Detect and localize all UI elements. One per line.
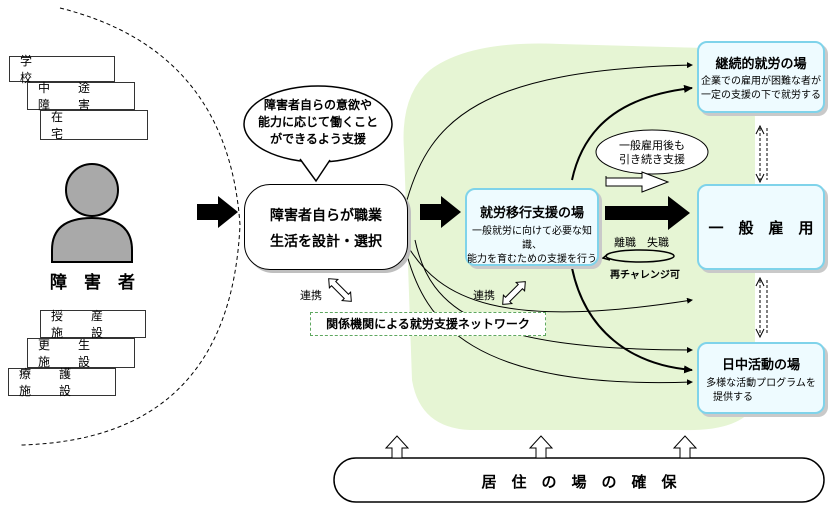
transition-title: 就労移行支援の場 (479, 206, 584, 221)
rechallenge-label: 再チャレンジ可 (610, 270, 680, 281)
bubble-line-3: ができるよう支援 (270, 132, 366, 146)
bubble-text: 障害者自らの意欲や 能力に応じて働くこと ができるよう支援 (254, 97, 382, 148)
continued-desc-1: 企業での雇用が困難な者が (701, 76, 821, 87)
facility-box-ryougo: 療 護 施 設 (8, 367, 116, 398)
place-box-school: 学 校 (9, 54, 132, 85)
renkei-label-2: 連携 (473, 289, 495, 302)
facility-box-kousei: 更 生 施 設 (27, 338, 135, 369)
bubble-line-2: 能力に応じて働くこと (257, 115, 378, 129)
dashed-double-arrow-upper (755, 124, 768, 184)
dashed-double-arrow-lower (755, 276, 768, 339)
place-box-home: 在 宅 (40, 110, 163, 141)
employment-box: 一 般 雇 用 (697, 184, 825, 270)
place-home-label: 在 宅 (51, 110, 172, 141)
day-desc-2: 提供する (713, 392, 753, 403)
transition-desc-2: 能力を育むための支援を行う (467, 254, 597, 265)
choice-line-2: 生活を設計・選択 (270, 234, 382, 250)
network-label: 関係機関による就労支援ネットワーク (326, 317, 530, 331)
employment-label: 一 般 雇 用 (708, 218, 814, 237)
up-arrow-1 (384, 435, 410, 459)
bubble-line-1: 障害者自らの意欲や (263, 98, 372, 112)
residence-label: 居 住 の 場 の 確 保 (481, 473, 677, 491)
day-activity-box: 日中活動の場 多様な活動プログラムを 提供する (697, 342, 825, 414)
continued-box: 継続的就労の場 企業での雇用が困難な者が 一定の支援の下で就労する (697, 41, 825, 113)
facility-ryougo-label: 療 護 施 設 (19, 367, 100, 398)
continued-title: 継続的就労の場 (715, 57, 807, 72)
transition-box: 就労移行支援の場 一般就労に向けて必要な知識、 能力を育むための支援を行う (465, 188, 599, 266)
transition-desc-1: 一般就労に向けて必要な知識、 (472, 226, 592, 251)
day-desc-1: 多様な活動プログラムを (706, 378, 816, 389)
big-arrow-1 (197, 196, 238, 228)
support-text: 一般雇用後も 引き続き支援 (606, 139, 698, 167)
support-line-1: 一般雇用後も (619, 139, 685, 152)
facility-jusan-label: 授 産 施 設 (51, 309, 132, 340)
place-midlife-label: 中 途 障 害 (38, 81, 119, 112)
support-line-2: 引き続き支援 (619, 153, 685, 166)
renkei-label-1: 連携 (300, 289, 322, 302)
person-label: 障 害 者 (50, 273, 135, 293)
up-arrow-2 (528, 435, 554, 459)
big-arrow-2 (420, 196, 461, 228)
person-icon (51, 163, 133, 263)
facility-kousei-label: 更 生 施 設 (38, 338, 119, 369)
job-loss-label: 離職 失職 (614, 236, 669, 249)
network-box: 関係機関による就労支援ネットワーク (310, 312, 546, 336)
speech-bubble (243, 85, 393, 183)
support-bubble-shape (595, 129, 709, 193)
place-box-midlife: 中 途 障 害 (27, 81, 135, 112)
continued-desc-2: 一定の支援の下で就労する (701, 90, 821, 101)
renkei-arrow-2 (502, 281, 526, 305)
renkei-arrow-1 (328, 278, 352, 302)
choice-line-1: 障害者自らが職業 (270, 208, 382, 224)
up-arrow-3 (672, 435, 698, 459)
choice-box: 障害者自らが職業 生活を設計・選択 (244, 184, 408, 270)
big-arrow-3 (605, 196, 690, 230)
day-title: 日中活動の場 (721, 358, 800, 373)
facility-box-jusan: 授 産 施 設 (40, 309, 146, 340)
dashed-boundary (19, 7, 241, 446)
residence-box (333, 457, 825, 503)
place-school-label: 学 校 (20, 54, 141, 85)
